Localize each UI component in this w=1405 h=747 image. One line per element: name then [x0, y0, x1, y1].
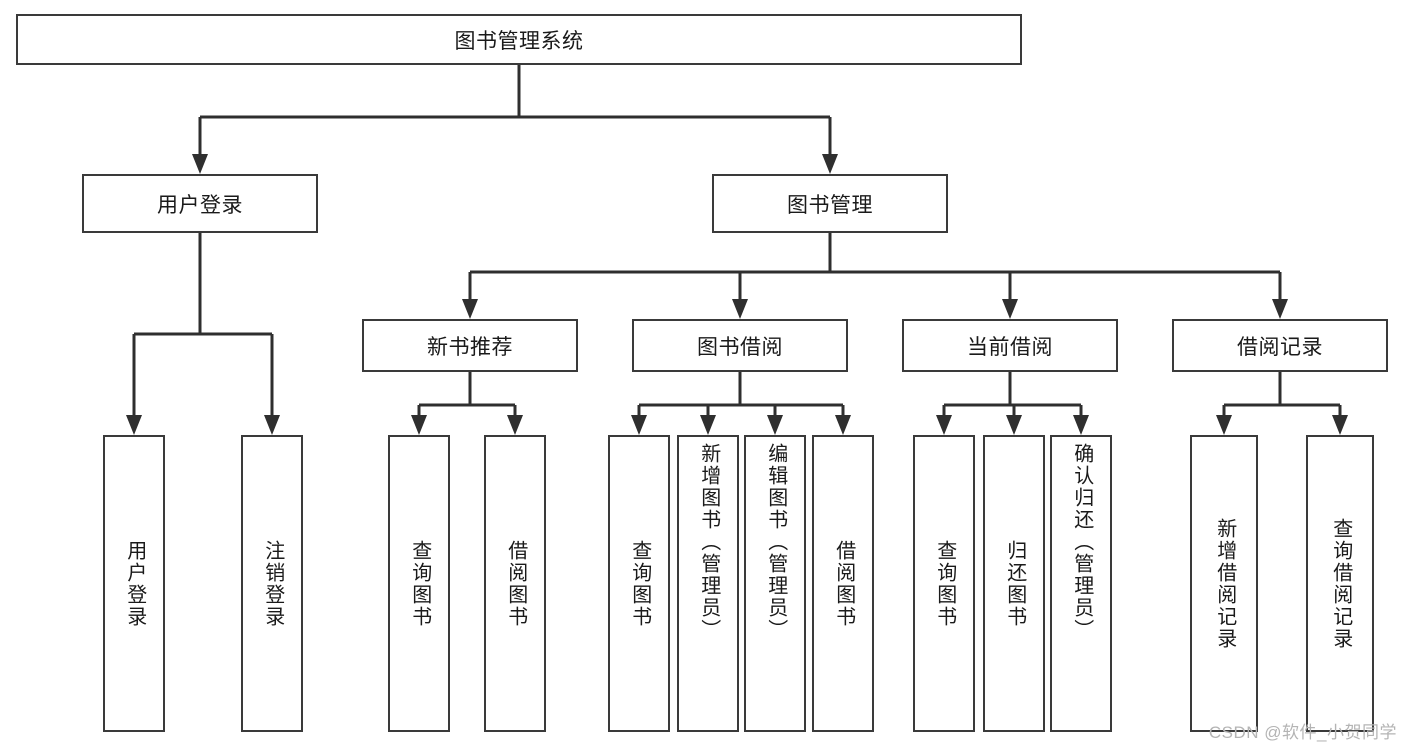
node-leaf-return-book[interactable]: 归还图书 — [983, 435, 1045, 732]
node-leaf-borrow-book-2[interactable]: 借阅图书 — [812, 435, 874, 732]
node-new-book-rec[interactable]: 新书推荐 — [362, 319, 578, 372]
node-label: 查询借阅记录 — [1329, 517, 1352, 650]
node-leaf-logout[interactable]: 注销登录 — [241, 435, 303, 732]
node-label: 图书管理 — [787, 193, 873, 217]
arrow-head-book-borrow-to-leaves-1 — [700, 415, 716, 435]
arrow-head-book-manage-to-level2-2 — [1002, 299, 1018, 319]
node-label: 借阅记录 — [1237, 335, 1323, 359]
node-book-borrow[interactable]: 图书借阅 — [632, 319, 848, 372]
node-label: 新书推荐 — [427, 335, 513, 359]
arrow-head-root-to-level1-1 — [822, 154, 838, 174]
node-label: 新增图书（管理员） — [697, 443, 720, 641]
node-leaf-query-book-1[interactable]: 查询图书 — [388, 435, 450, 732]
arrow-head-current-borrow-to-leaves-2 — [1073, 415, 1089, 435]
node-label: 查询图书 — [933, 539, 956, 628]
arrow-head-user-login-to-leaves-1 — [264, 415, 280, 435]
node-leaf-query-book-2[interactable]: 查询图书 — [608, 435, 670, 732]
node-leaf-borrow-book-1[interactable]: 借阅图书 — [484, 435, 546, 732]
arrow-head-borrow-record-to-leaves-0 — [1216, 415, 1232, 435]
node-label: 借阅图书 — [832, 539, 855, 628]
node-leaf-query-book-3[interactable]: 查询图书 — [913, 435, 975, 732]
node-label: 查询图书 — [408, 539, 431, 628]
node-book-manage[interactable]: 图书管理 — [712, 174, 948, 233]
arrow-head-new-book-rec-to-leaves-0 — [411, 415, 427, 435]
node-current-borrow[interactable]: 当前借阅 — [902, 319, 1118, 372]
arrow-head-current-borrow-to-leaves-1 — [1006, 415, 1022, 435]
node-label: 新增借阅记录 — [1213, 517, 1236, 650]
arrow-head-book-manage-to-level2-0 — [462, 299, 478, 319]
node-leaf-add-record[interactable]: 新增借阅记录 — [1190, 435, 1258, 732]
node-label: 用户登录 — [157, 193, 243, 217]
node-leaf-query-record[interactable]: 查询借阅记录 — [1306, 435, 1374, 732]
arrow-head-new-book-rec-to-leaves-1 — [507, 415, 523, 435]
arrow-head-root-to-level1-0 — [192, 154, 208, 174]
node-label: 借阅图书 — [504, 539, 527, 628]
node-leaf-confirm-return[interactable]: 确认归还（管理员） — [1050, 435, 1112, 732]
node-label: 用户登录 — [123, 539, 146, 628]
arrow-head-user-login-to-leaves-0 — [126, 415, 142, 435]
arrow-head-book-borrow-to-leaves-3 — [835, 415, 851, 435]
node-leaf-user-login[interactable]: 用户登录 — [103, 435, 165, 732]
node-leaf-add-book[interactable]: 新增图书（管理员） — [677, 435, 739, 732]
node-label: 确认归还（管理员） — [1070, 443, 1093, 641]
node-label: 归还图书 — [1003, 539, 1026, 628]
node-borrow-record[interactable]: 借阅记录 — [1172, 319, 1388, 372]
node-label: 注销登录 — [261, 539, 284, 628]
node-leaf-edit-book[interactable]: 编辑图书（管理员） — [744, 435, 806, 732]
watermark-text: CSDN @软件_小贺同学 — [1208, 723, 1397, 742]
arrow-head-book-borrow-to-leaves-0 — [631, 415, 647, 435]
node-root[interactable]: 图书管理系统 — [16, 14, 1022, 65]
node-label: 当前借阅 — [967, 335, 1053, 359]
arrow-head-borrow-record-to-leaves-1 — [1332, 415, 1348, 435]
node-label: 编辑图书（管理员） — [764, 443, 787, 641]
node-label: 图书管理系统 — [454, 29, 584, 53]
arrow-head-book-manage-to-level2-1 — [732, 299, 748, 319]
node-user-login[interactable]: 用户登录 — [82, 174, 318, 233]
arrow-head-current-borrow-to-leaves-0 — [936, 415, 952, 435]
node-label: 查询图书 — [628, 539, 651, 628]
arrow-head-book-manage-to-level2-3 — [1272, 299, 1288, 319]
arrow-head-book-borrow-to-leaves-2 — [767, 415, 783, 435]
node-label: 图书借阅 — [697, 335, 783, 359]
